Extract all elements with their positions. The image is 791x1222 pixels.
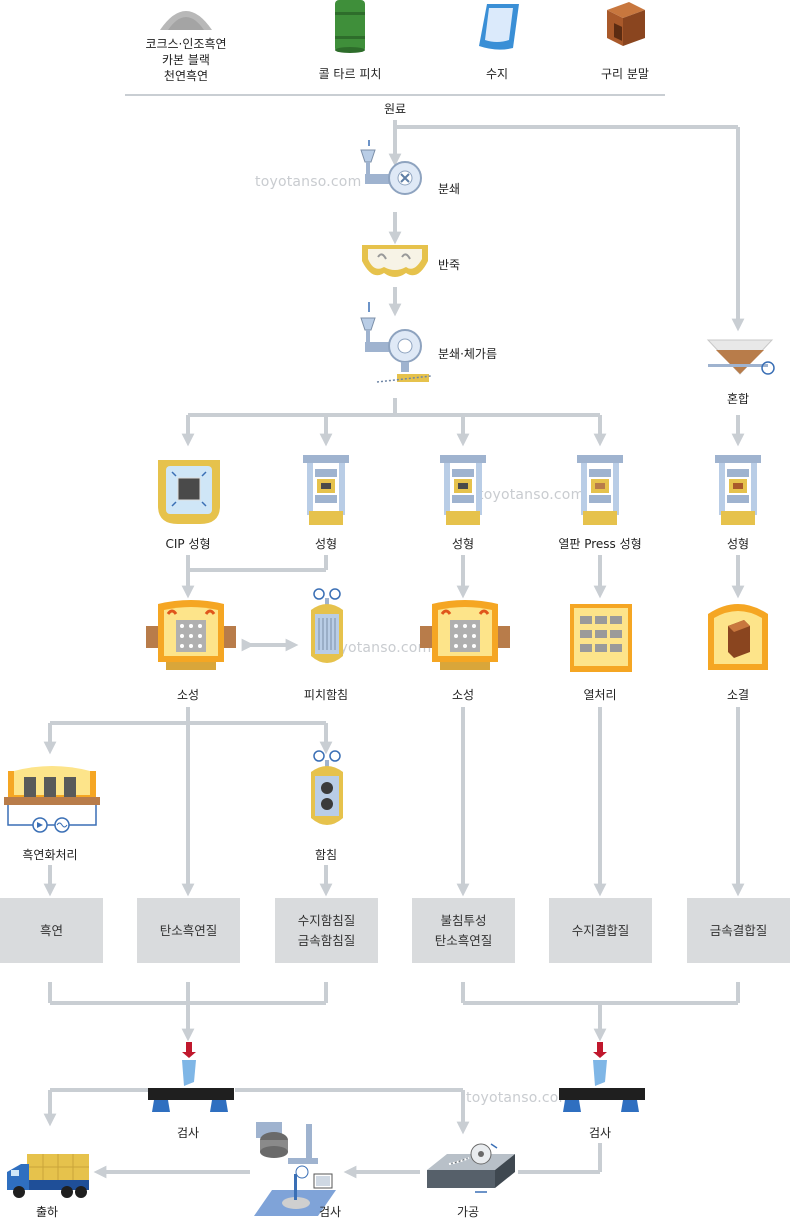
graphitization-furnace-icon bbox=[4, 766, 100, 833]
product-carbon-graphite: 탄소흑연질 bbox=[137, 898, 240, 963]
product-impregnated: 수지함침질 금속함침질 bbox=[275, 898, 378, 963]
baking-furnace-icon bbox=[146, 600, 236, 670]
step-impregnation-label: 함침 bbox=[314, 848, 338, 862]
product-graphite-label: 흑연 bbox=[39, 922, 63, 938]
raw-copper-label: 구리 분말 bbox=[601, 67, 649, 81]
pitch-drum-icon bbox=[335, 0, 365, 53]
inspection-press-icon bbox=[559, 1042, 645, 1112]
product-resin-bonded: 수지결합질 bbox=[549, 898, 652, 963]
machining-icon bbox=[427, 1143, 515, 1193]
press-icon bbox=[303, 455, 349, 525]
product-metal-bonded: 금속결합질 bbox=[687, 898, 790, 963]
step-baking-label: 소성 bbox=[176, 688, 200, 702]
product-carbon-graphite-label: 탄소흑연질 bbox=[159, 922, 218, 938]
step-machining-label: 가공 bbox=[456, 1205, 480, 1219]
cip-press-icon bbox=[158, 460, 220, 524]
step-pitch-impregnation-label: 피치함침 bbox=[303, 688, 349, 702]
step-graphitization-label: 흑연화처리 bbox=[22, 848, 78, 862]
impregnation-vessel-icon bbox=[311, 750, 343, 825]
step-inspection-label: 검사 bbox=[318, 1205, 342, 1219]
product-impermeable-line2: 탄소흑연질 bbox=[434, 932, 493, 948]
measuring-inspection-icon bbox=[254, 1122, 336, 1216]
coke-pile-icon bbox=[160, 11, 212, 30]
step-baking-label: 소성 bbox=[451, 688, 475, 702]
press-icon bbox=[440, 455, 486, 525]
product-impermeable-line1: 불침투성 bbox=[440, 913, 487, 929]
crusher-icon bbox=[360, 140, 422, 195]
step-cip-forming-label: CIP 성형 bbox=[165, 537, 211, 551]
step-kneading-label: 반죽 bbox=[438, 258, 461, 272]
step-forming-label: 성형 bbox=[726, 537, 750, 551]
raw-carbon-black-label: 카본 블랙 bbox=[162, 53, 210, 67]
crusher-sieve-icon bbox=[360, 302, 432, 383]
step-mixing-label: 혼합 bbox=[726, 392, 750, 406]
raw-natural-graphite-label: 천연흑연 bbox=[163, 69, 209, 83]
step-crushing-sieving-label: 분쇄·체가름 bbox=[438, 347, 498, 361]
raw-materials-title: 원료 bbox=[383, 102, 407, 116]
product-graphite: 흑연 bbox=[0, 898, 103, 963]
copper-powder-icon bbox=[607, 2, 645, 46]
baking-furnace-icon bbox=[420, 600, 510, 670]
raw-coke-label: 코크스·인조흑연 bbox=[145, 37, 227, 51]
product-metal-impregnated-label: 금속함침질 bbox=[297, 932, 356, 948]
product-resin-impregnated-label: 수지함침질 bbox=[297, 913, 356, 929]
step-forming-label: 성형 bbox=[314, 537, 338, 551]
step-hot-press-label: 열판 Press 성형 bbox=[558, 537, 642, 551]
heat-treatment-oven-icon bbox=[570, 604, 632, 672]
step-sintering-label: 소결 bbox=[726, 688, 750, 702]
pitch-impregnation-vessel-icon bbox=[311, 588, 343, 663]
product-resin-bonded-label: 수지결합질 bbox=[571, 922, 630, 938]
watermark: toyotanso.com bbox=[325, 640, 432, 656]
mixer-icon bbox=[706, 339, 775, 375]
product-impermeable: 불침투성 탄소흑연질 bbox=[412, 898, 515, 963]
step-shipping-label: 출하 bbox=[35, 1205, 59, 1219]
hot-press-icon bbox=[577, 455, 623, 525]
step-inspection-label: 검사 bbox=[176, 1126, 200, 1140]
raw-resin-label: 수지 bbox=[485, 67, 509, 81]
step-forming-label: 성형 bbox=[451, 537, 475, 551]
product-metal-bonded-label: 금속결합질 bbox=[709, 922, 768, 938]
watermark: toyotanso.com bbox=[478, 487, 585, 503]
watermark: toyotanso.com bbox=[466, 1090, 573, 1106]
raw-coke-group: 코크스·인조흑연 카본 블랙 천연흑연 bbox=[130, 36, 242, 84]
watermark: toyotanso.com bbox=[255, 174, 362, 190]
inspection-press-icon bbox=[148, 1042, 234, 1112]
resin-icon bbox=[479, 4, 519, 50]
kneader-icon bbox=[362, 245, 428, 277]
raw-pitch-label: 콜 타르 피치 bbox=[318, 67, 382, 81]
step-crushing-label: 분쇄 bbox=[438, 182, 461, 196]
step-inspection-label: 검사 bbox=[588, 1126, 612, 1140]
shipping-truck-icon bbox=[7, 1154, 89, 1198]
sintering-furnace-icon bbox=[708, 604, 768, 670]
press-icon bbox=[715, 455, 761, 525]
step-heat-treatment-label: 열처리 bbox=[583, 688, 617, 702]
